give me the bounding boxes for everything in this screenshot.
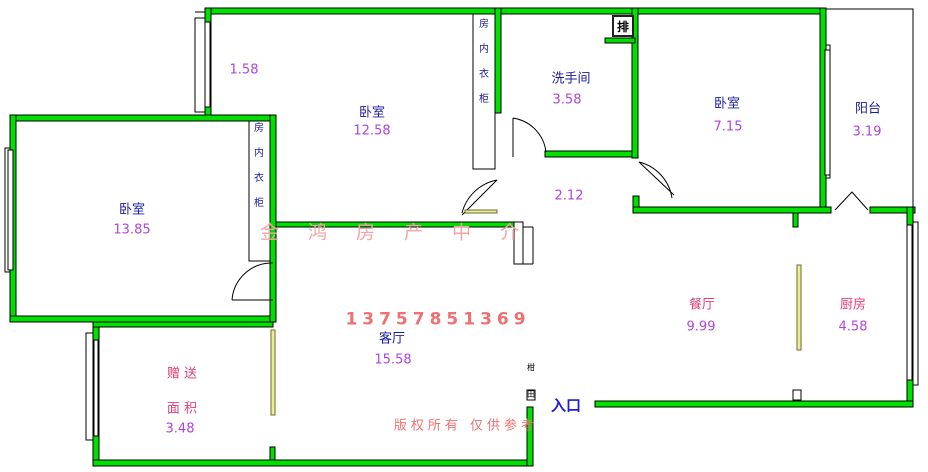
- mark-1: 柑: [527, 363, 535, 372]
- area-label-hall: 2.12: [554, 188, 584, 204]
- entrance-posts: [526, 389, 802, 401]
- room-name-bedroom-top: 卧室: [358, 105, 386, 121]
- room-area-living: 15.58: [374, 352, 412, 368]
- room-name-living: 客厅: [378, 331, 406, 347]
- room-area-kitchen: 4.58: [838, 319, 868, 335]
- room-name-bedroom-left: 卧室: [118, 202, 146, 218]
- sliding-doors: [270, 209, 802, 416]
- room-area-bedroom-left: 13.85: [113, 222, 151, 238]
- room-name-bonus-1: 赠 送: [166, 366, 198, 382]
- room-name-bedroom-right: 卧室: [713, 96, 741, 112]
- rights-notice: 版权所有 仅供参考: [393, 418, 539, 434]
- room-area-dining: 9.99: [686, 319, 716, 335]
- room-name-balcony: 阳台: [854, 101, 882, 117]
- phone-number: 13757851369: [345, 309, 531, 330]
- room-area-bedroom-right: 7.15: [713, 119, 743, 135]
- room-area-balcony: 3.19: [852, 124, 882, 140]
- entrance-label: 入口: [550, 396, 582, 415]
- mark-2: 田: [527, 390, 535, 399]
- room-name-kitchen: 厨房: [839, 297, 867, 313]
- closets: [248, 13, 534, 265]
- room-name-bonus-2: 面 积: [166, 401, 198, 417]
- room-area-bonus: 3.48: [165, 421, 195, 437]
- room-name-dining: 餐厅: [688, 297, 716, 313]
- watermark: 金鸿房产中介: [259, 221, 549, 244]
- windows: [7, 21, 913, 437]
- closet-label-left: 房内衣柜: [254, 123, 264, 209]
- area-label-closet-top: 1.58: [229, 62, 259, 78]
- room-area-bathroom: 3.58: [552, 92, 582, 108]
- doors: [231, 117, 869, 301]
- exhaust-label: 排: [612, 15, 634, 37]
- room-area-bedroom-top: 12.58: [353, 123, 391, 139]
- closet-label-upper: 房内衣柜: [479, 19, 489, 105]
- room-name-bathroom: 洗手间: [551, 71, 591, 87]
